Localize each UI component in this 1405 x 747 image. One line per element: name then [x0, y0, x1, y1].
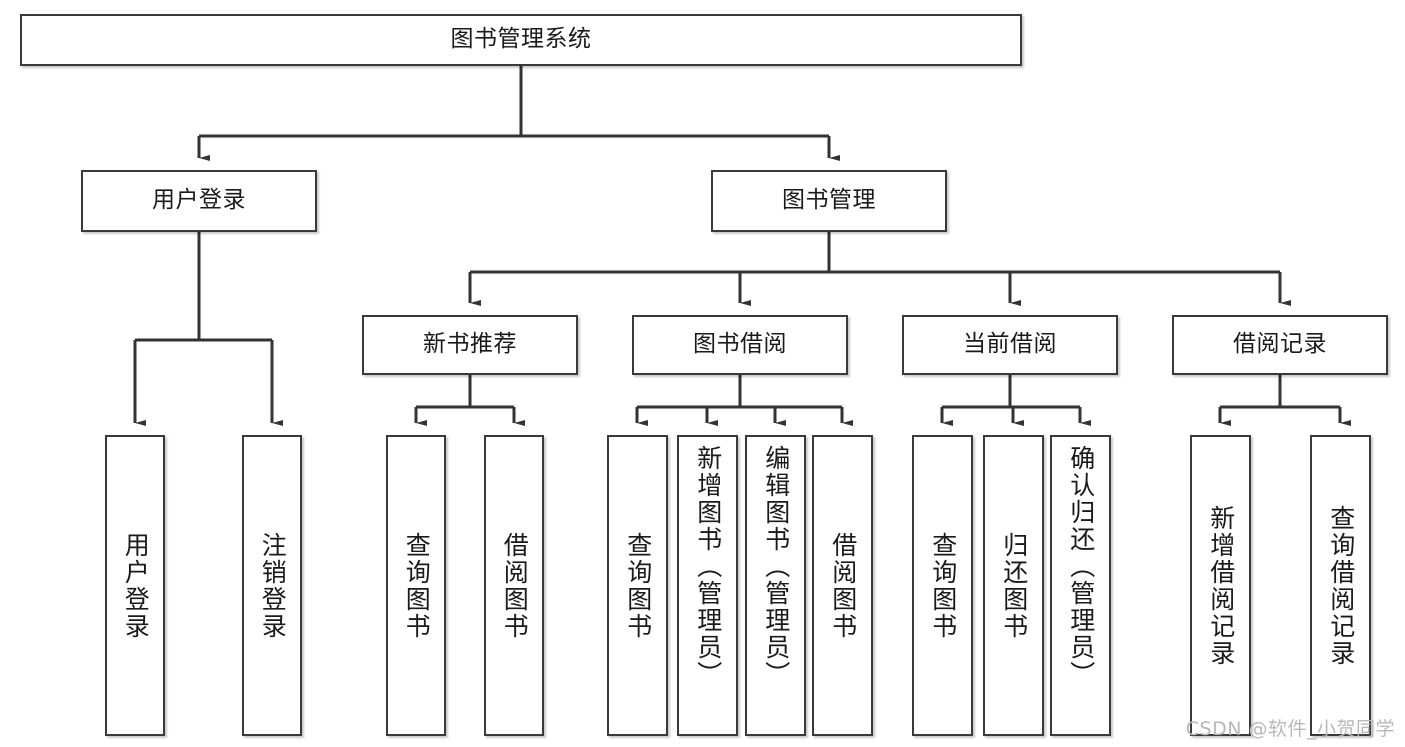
node-book-management-label: 图书管理 [782, 187, 876, 214]
node-leaf-user-login-label: 用户登录 [121, 531, 151, 640]
node-leaf-confirm-return-admin[interactable]: 确认归还（管理员） [1050, 435, 1111, 736]
node-current-borrow-label: 当前借阅 [963, 331, 1057, 358]
node-leaf-query-book-3-label: 查询图书 [928, 531, 958, 640]
node-leaf-add-borrow-record-label: 新增借阅记录 [1206, 504, 1236, 667]
node-leaf-edit-book-admin[interactable]: 编辑图书（管理员） [745, 435, 806, 736]
node-book-management[interactable]: 图书管理 [711, 170, 947, 232]
node-leaf-borrow-book-1[interactable]: 借阅图书 [484, 435, 544, 736]
node-leaf-return-book[interactable]: 归还图书 [983, 435, 1044, 736]
node-user-login-label: 用户登录 [152, 187, 246, 214]
node-borrow-record-label: 借阅记录 [1233, 331, 1327, 358]
node-new-book-recommend[interactable]: 新书推荐 [362, 315, 578, 375]
node-leaf-edit-book-admin-label: 编辑图书（管理员） [761, 445, 791, 688]
node-current-borrow[interactable]: 当前借阅 [902, 315, 1118, 375]
watermark: CSDN @软件_小贺同学 [1185, 718, 1395, 740]
node-leaf-add-book-admin-label: 新增图书（管理员） [693, 445, 723, 688]
node-leaf-query-book-2[interactable]: 查询图书 [607, 435, 668, 736]
node-leaf-user-login[interactable]: 用户登录 [105, 435, 165, 736]
node-leaf-query-borrow-record[interactable]: 查询借阅记录 [1310, 435, 1371, 736]
node-leaf-add-borrow-record[interactable]: 新增借阅记录 [1190, 435, 1251, 736]
node-root-label: 图书管理系统 [450, 26, 592, 53]
node-leaf-query-book-1-label: 查询图书 [402, 531, 432, 640]
node-book-borrow[interactable]: 图书借阅 [632, 315, 848, 375]
node-new-book-recommend-label: 新书推荐 [423, 331, 517, 358]
node-leaf-borrow-book-1-label: 借阅图书 [500, 531, 530, 640]
node-leaf-query-book-3[interactable]: 查询图书 [912, 435, 973, 736]
node-leaf-query-borrow-record-label: 查询借阅记录 [1326, 504, 1356, 667]
node-leaf-borrow-book-2-label: 借阅图书 [828, 531, 858, 640]
node-leaf-user-logout[interactable]: 注销登录 [242, 435, 302, 736]
node-root[interactable]: 图书管理系统 [20, 14, 1022, 66]
node-leaf-query-book-2-label: 查询图书 [623, 531, 653, 640]
node-leaf-query-book-1[interactable]: 查询图书 [386, 435, 446, 736]
node-leaf-add-book-admin[interactable]: 新增图书（管理员） [677, 435, 738, 736]
node-leaf-user-logout-label: 注销登录 [258, 531, 288, 640]
node-borrow-record[interactable]: 借阅记录 [1172, 315, 1388, 375]
node-book-borrow-label: 图书借阅 [693, 331, 787, 358]
node-leaf-confirm-return-admin-label: 确认归还（管理员） [1066, 445, 1096, 688]
node-user-login[interactable]: 用户登录 [81, 170, 317, 232]
node-leaf-borrow-book-2[interactable]: 借阅图书 [812, 435, 873, 736]
node-leaf-return-book-label: 归还图书 [999, 531, 1029, 640]
